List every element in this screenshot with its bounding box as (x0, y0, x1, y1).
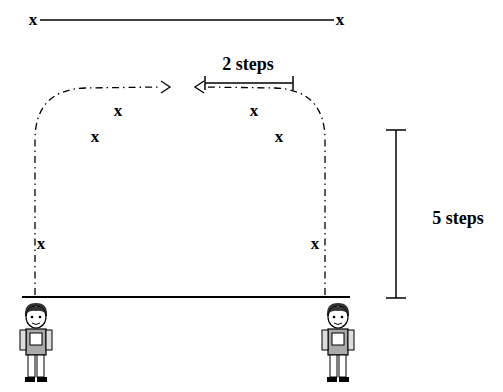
cone-mark: x (37, 235, 46, 252)
cone-mark: x (29, 11, 38, 28)
dimension-label: 2 steps (222, 55, 274, 73)
height-bracket (386, 130, 406, 298)
end-line (40, 19, 334, 21)
start-line (22, 296, 350, 298)
cone-mark: x (250, 102, 259, 119)
cone-mark: x (114, 102, 123, 119)
cone-mark: x (91, 128, 100, 145)
cone-mark: x (275, 128, 284, 145)
cone-mark: x (311, 235, 320, 252)
path-arrowhead (161, 81, 204, 93)
run-path (35, 87, 325, 295)
child-figure (322, 303, 354, 382)
dimension-label: 5 steps (432, 209, 484, 227)
child-figure (20, 303, 52, 382)
cone-mark: x (336, 11, 345, 28)
